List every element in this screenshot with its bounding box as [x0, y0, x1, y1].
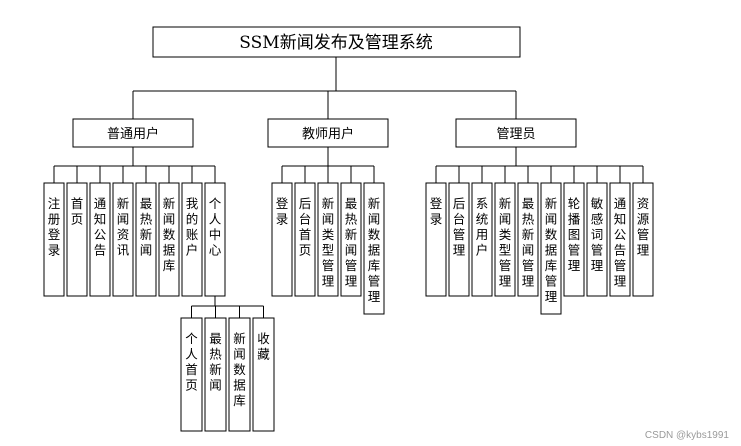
module-2-6: 轮播图管理 [563, 182, 585, 297]
module-1-1: 后台首页 [294, 182, 316, 297]
role-label-admin: 管理员 [496, 127, 535, 142]
module-0-7-label: 个人中心 [209, 196, 222, 258]
module-2-1-label: 后台管理 [453, 196, 466, 258]
module-2-4-label: 最热新闻管理 [522, 196, 535, 289]
module-1-2-label: 新闻类型管理 [322, 196, 335, 289]
module-2-5: 新闻数据库管理 [540, 182, 562, 315]
submodule-1-label: 最热新闻 [209, 331, 222, 393]
module-0-1-label: 首页 [71, 196, 84, 227]
submodule-2-label: 新闻数据库 [233, 331, 246, 408]
module-2-9: 资源管理 [632, 182, 654, 297]
submodule-0: 个人首页 [180, 317, 203, 432]
module-1-0-label: 登录 [276, 196, 289, 227]
module-0-3: 新闻资讯 [112, 182, 134, 297]
module-1-3: 最热新闻管理 [340, 182, 362, 297]
module-0-1: 首页 [66, 182, 88, 297]
title-node: SSM新闻发布及管理系统 [152, 26, 521, 58]
watermark-text: CSDN @kybs1991 [644, 430, 729, 441]
role-node-regular-user: 普通用户 [72, 118, 194, 148]
module-2-4: 最热新闻管理 [517, 182, 539, 297]
module-2-0: 登录 [425, 182, 447, 297]
module-2-7: 敏感词管理 [586, 182, 608, 297]
role-label-teacher-user: 教师用户 [302, 126, 354, 142]
module-1-4-label: 新闻数据库管理 [368, 196, 381, 304]
module-2-5-label: 新闻数据库管理 [545, 196, 558, 304]
module-2-2: 系统用户 [471, 182, 493, 297]
module-0-5-label: 新闻数据库 [163, 196, 176, 273]
module-2-1: 后台管理 [448, 182, 470, 297]
module-0-0: 注册登录 [43, 182, 65, 297]
module-0-3-label: 新闻资讯 [117, 196, 130, 258]
module-2-3-label: 新闻类型管理 [499, 196, 512, 289]
module-0-4: 最热新闻 [135, 182, 157, 297]
submodule-2: 新闻数据库 [228, 317, 251, 432]
submodule-3: 收藏 [252, 317, 275, 432]
role-node-teacher-user: 教师用户 [267, 118, 389, 148]
module-1-2: 新闻类型管理 [317, 182, 339, 297]
module-1-3-label: 最热新闻管理 [345, 196, 358, 289]
module-2-8: 通知公告管理 [609, 182, 631, 297]
module-0-7: 个人中心 [204, 182, 226, 297]
module-2-6-label: 轮播图管理 [568, 196, 581, 273]
submodule-3-label: 收藏 [257, 331, 270, 362]
role-label-regular-user: 普通用户 [107, 126, 159, 142]
module-1-1-label: 后台首页 [299, 196, 312, 258]
module-0-2: 通知公告 [89, 182, 111, 297]
module-0-6: 我的账户 [181, 182, 203, 297]
module-0-6-label: 我的账户 [186, 196, 199, 258]
module-0-0-label: 注册登录 [48, 196, 61, 258]
module-1-4: 新闻数据库管理 [363, 182, 385, 315]
role-node-admin: 管理员 [455, 118, 577, 148]
module-2-7-label: 敏感词管理 [591, 196, 604, 273]
module-2-0-label: 登录 [430, 196, 443, 227]
submodule-1: 最热新闻 [204, 317, 227, 432]
module-0-2-label: 通知公告 [94, 196, 107, 258]
module-2-3: 新闻类型管理 [494, 182, 516, 297]
submodule-0-label: 个人首页 [185, 331, 198, 393]
module-2-9-label: 资源管理 [637, 196, 650, 258]
system-title: SSM新闻发布及管理系统 [239, 33, 432, 53]
module-2-8-label: 通知公告管理 [614, 196, 627, 289]
module-2-2-label: 系统用户 [476, 196, 489, 258]
module-0-4-label: 最热新闻 [140, 196, 153, 258]
module-1-0: 登录 [271, 182, 293, 297]
module-0-5: 新闻数据库 [158, 182, 180, 297]
